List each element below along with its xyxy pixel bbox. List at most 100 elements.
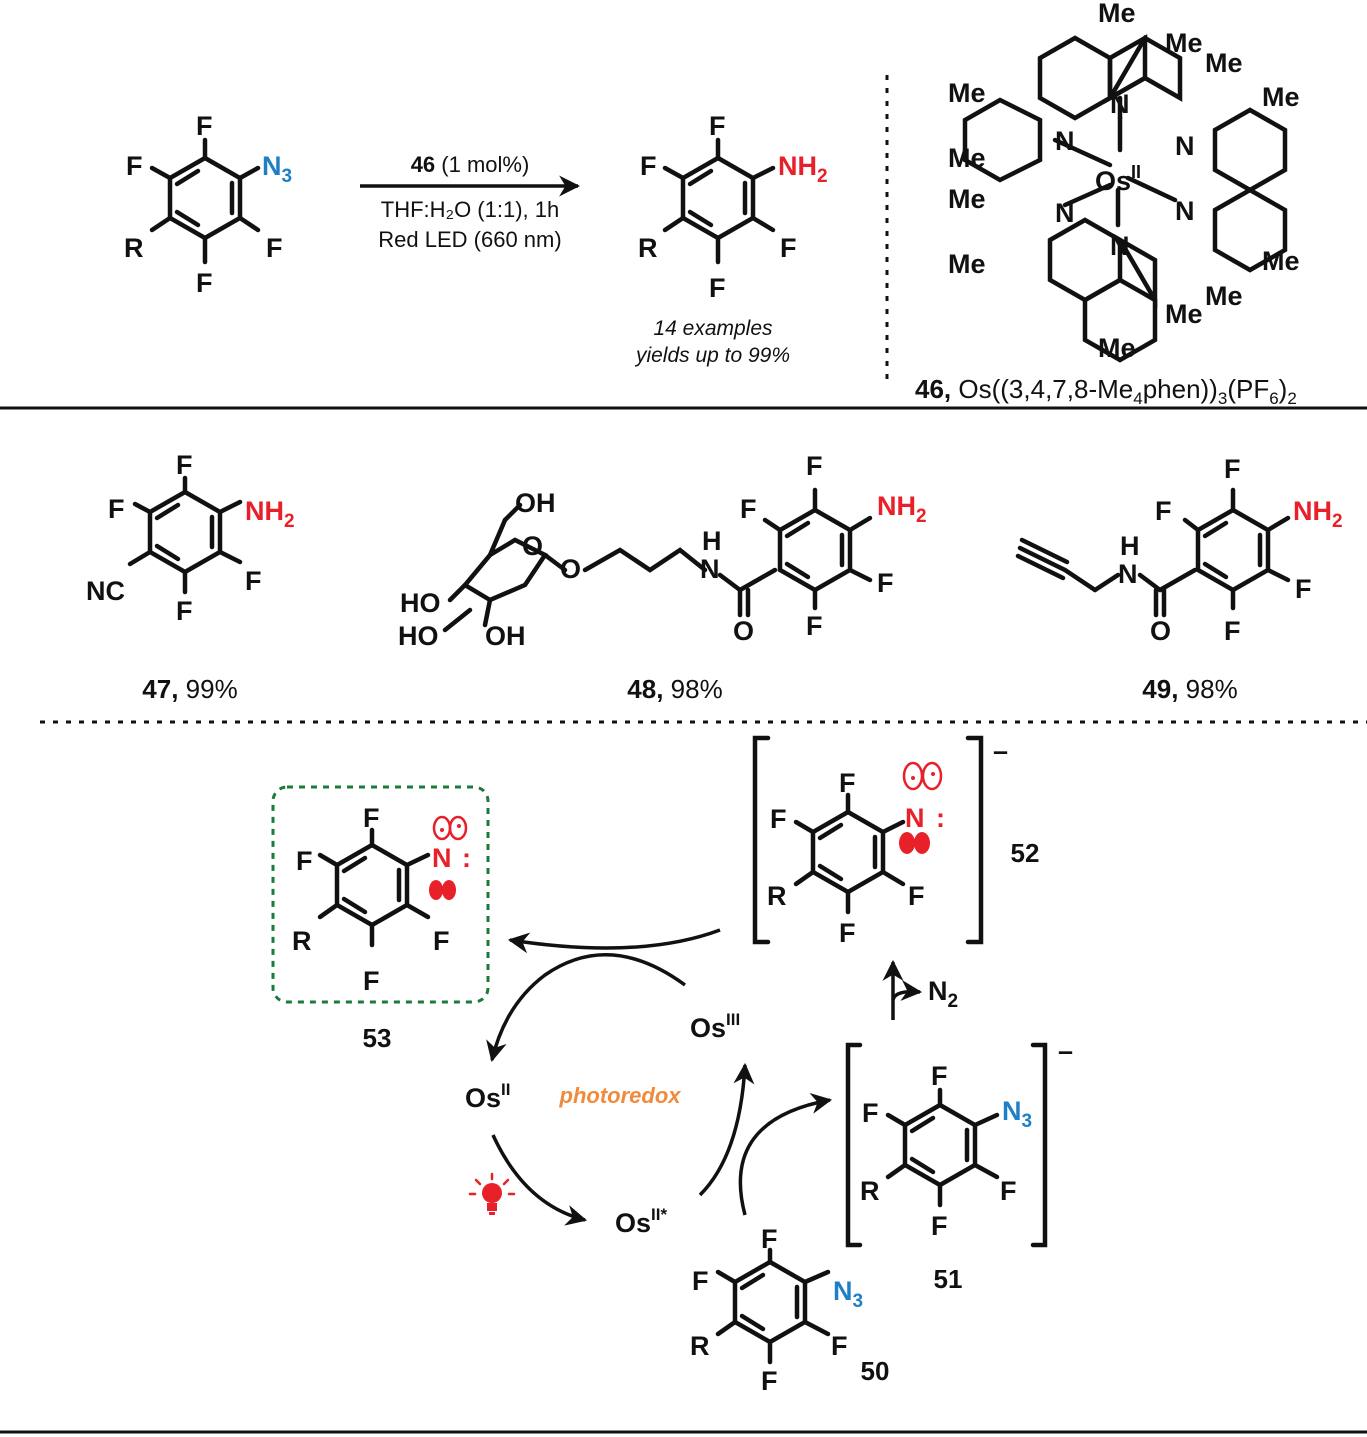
svg-text:O: O [560,554,581,584]
svg-text:F: F [806,611,823,641]
svg-text:N: N [1110,231,1130,261]
svg-text:F: F [709,111,726,141]
svg-text:NH2: NH2 [1293,496,1343,532]
cycle-photoredox-label: photoredox [559,1083,682,1108]
label-49: 49, 98% [1142,674,1237,704]
product-aniline: F F F F R NH2 [638,111,828,303]
svg-text:N: N [1175,196,1195,226]
svg-text:–: – [993,736,1008,766]
scope-count: 14 examples [653,317,773,340]
svg-text:F: F [862,1098,879,1128]
svg-text:F: F [266,233,283,263]
svg-text:Me: Me [1262,82,1300,112]
svg-text:F: F [176,596,193,626]
svg-text:R: R [767,881,787,911]
label-50: 50 [861,1356,890,1386]
svg-text:N: N [432,843,452,873]
product-49: F F F F NH2 H N O [1015,454,1343,646]
condition-solvent: THF:H₂O (1:1), 1h [381,197,559,222]
svg-text::: : [462,843,471,873]
substrate-50: F F F F R N3 [690,1224,863,1396]
svg-text:F: F [831,1331,848,1361]
svg-text:Me: Me [1098,333,1136,363]
svg-text::: : [936,803,945,833]
svg-text:Me: Me [948,184,986,214]
svg-text:N2: N2 [928,976,958,1012]
svg-text:N: N [1110,89,1130,119]
svg-text:F: F [108,494,125,524]
svg-text:Me: Me [1165,28,1203,58]
svg-text:N: N [1055,198,1075,228]
svg-text:H: H [1120,531,1140,561]
label-52: 52 [1011,838,1040,868]
svg-text:F: F [806,451,823,481]
condition-light: Red LED (660 nm) [378,227,561,252]
svg-text:F: F [640,151,657,181]
svg-text:F: F [761,1224,778,1254]
svg-text:N: N [905,803,925,833]
svg-text:F: F [740,494,757,524]
arrow-oxidative-quench [698,1062,755,1197]
svg-text:OH: OH [485,621,526,651]
svg-text:F: F [770,804,787,834]
svg-text:F: F [296,846,313,876]
svg-text:H: H [702,526,722,556]
svg-text:F: F [839,768,856,798]
svg-text:R: R [860,1176,880,1206]
scope-yield: yields up to 99% [634,344,790,367]
label-47: 47, 99% [142,674,237,704]
arrow-substrate-reduction [738,1093,833,1216]
product-48: F F F F NH2 H N O O O OH HO HO OH [398,451,927,651]
svg-text:F: F [1155,496,1172,526]
svg-text:F: F [196,111,213,141]
svg-text:F: F [363,803,380,833]
svg-text:Me: Me [1098,0,1136,28]
svg-text:F: F [761,1366,778,1396]
svg-text:F: F [126,151,143,181]
svg-text:Me: Me [948,249,986,279]
svg-text:N: N [700,554,720,584]
svg-text:N3: N3 [1002,1096,1032,1132]
light-bulb-icon [468,1172,516,1215]
catalyst-osmium-complex: N N N N N N OsII Me Me Me Me Me Me Me Me… [948,0,1300,363]
svg-text:F: F [1295,574,1312,604]
label-48: 48, 98% [627,674,722,704]
label-51: 51 [934,1264,963,1294]
svg-text:R: R [124,233,144,263]
svg-text:F: F [245,566,262,596]
cycle-os-ii: OsII [465,1080,510,1113]
product-47: F F F F NC NH2 [86,450,295,626]
svg-text:R: R [638,233,658,263]
svg-text:F: F [433,926,450,956]
svg-text:O: O [733,616,754,646]
svg-text:NH2: NH2 [877,491,927,527]
svg-text:F: F [877,568,894,598]
svg-text:N: N [1055,126,1075,156]
svg-text:N3: N3 [833,1276,863,1312]
label-53: 53 [363,1023,392,1053]
condition-catalyst: 46 (1 mol%) [411,152,530,177]
svg-text:F: F [176,450,193,480]
svg-text:NC: NC [86,576,125,606]
arrow-os3-to-os2 [486,953,687,1063]
svg-text:F: F [196,268,213,298]
svg-text:OH: OH [515,488,556,518]
svg-text:OsII: OsII [1095,162,1141,196]
svg-text:O: O [1150,616,1171,646]
catalyst-label: 46, Os((3,4,7,8-Me4phen))3(PF6)2 [915,374,1297,408]
cycle-os-ii-excited: OsII* [615,1205,667,1238]
svg-text:NH2: NH2 [245,496,295,532]
reactant-aryl-azide: F F F F R N3 [124,111,292,298]
svg-text:F: F [363,966,380,996]
svg-text:F: F [1224,616,1241,646]
svg-text:N: N [1118,559,1138,589]
radical-anion-51: – F F F F R N3 [845,1036,1073,1248]
svg-text:F: F [1000,1176,1017,1206]
svg-text:HO: HO [400,588,441,618]
svg-text:Me: Me [1262,246,1300,276]
svg-text:O: O [522,531,543,561]
svg-text:–: – [1058,1036,1073,1066]
svg-text:F: F [908,881,925,911]
nitrene-53: F F F F R N : [292,803,471,996]
